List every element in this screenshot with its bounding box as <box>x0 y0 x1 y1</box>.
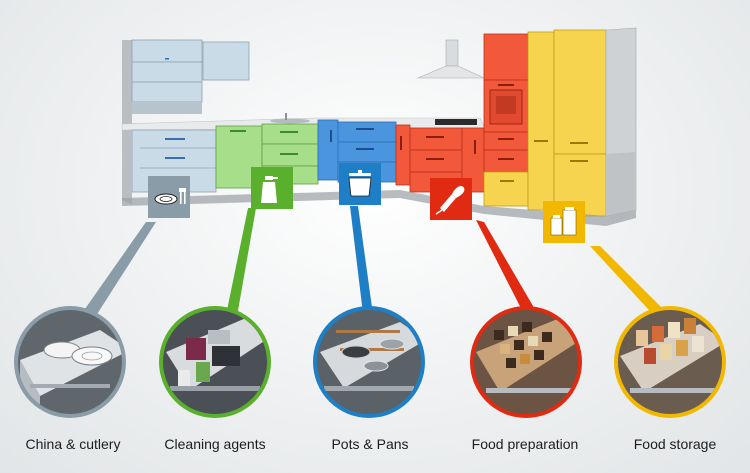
pointer-food-storage <box>590 246 672 322</box>
storage-jars-icon <box>543 201 585 243</box>
zone-circle-cleaning-agents <box>159 306 271 418</box>
label-cleaning-agents: Cleaning agents <box>164 436 266 452</box>
extractor-hood <box>417 39 485 79</box>
spray-bottle-icon <box>251 167 293 209</box>
red-tall-oven-unit <box>483 33 529 173</box>
zone-circle-food-storage <box>614 306 726 418</box>
pointer-food-preparation <box>476 220 540 322</box>
label-food-preparation: Food preparation <box>471 436 579 452</box>
pointer-china-cutlery <box>80 222 156 322</box>
plate-cutlery-icon <box>148 176 190 218</box>
connector-pointers <box>80 206 672 322</box>
pointer-cleaning-agents <box>225 208 256 322</box>
label-pots-pans: Pots & Pans <box>331 436 409 452</box>
zone-circle-pots-pans <box>313 306 425 418</box>
green-base-cabinets <box>215 123 319 189</box>
zone-circle-food-preparation <box>470 306 582 418</box>
pointer-pots-pans <box>350 206 374 322</box>
upper-grey-cabinets <box>131 39 250 114</box>
label-food-storage: Food storage <box>633 436 717 452</box>
yellow-tall-units <box>483 27 637 217</box>
cooking-pot-icon <box>339 163 381 205</box>
label-china-cutlery: China & cutlery <box>25 436 121 452</box>
zone-circle-china-cutlery <box>14 306 126 418</box>
hand-mixer-icon <box>430 178 472 220</box>
